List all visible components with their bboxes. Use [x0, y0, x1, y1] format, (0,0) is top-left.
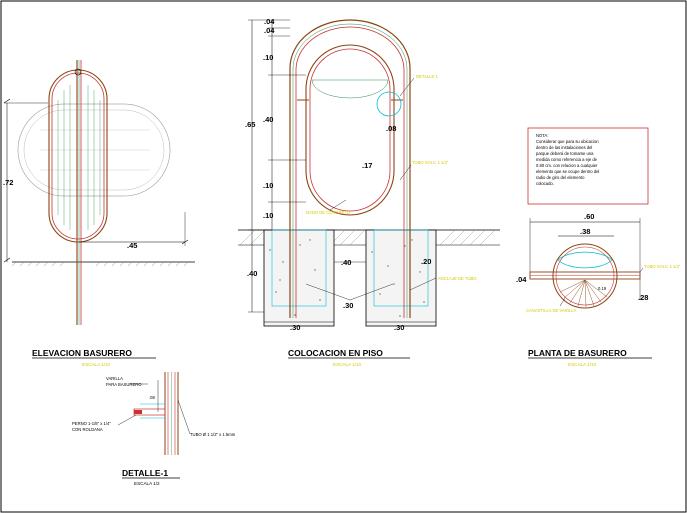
detail-top-b: PARA BASURERO — [106, 382, 142, 387]
elevation-scale: ESCALA 1/10 — [82, 362, 111, 367]
install-dim-13: .30 — [343, 301, 353, 310]
install-dim-1: .04 — [264, 17, 275, 26]
plan-dim-outer: .60 — [584, 212, 594, 221]
note-line-8: colocado. — [536, 181, 554, 186]
installation-anchor-label: ANCLAJE DE TUBO — [438, 276, 477, 281]
installation-base-note: DADO DE CONCRETO — [306, 210, 351, 215]
note-heading: NOTA: — [536, 133, 549, 138]
plan-left-label: CANASTILLA DE VARILLA — [526, 308, 577, 313]
plan-dim-radius: 0.19 — [598, 286, 607, 291]
install-dim-7: .10 — [263, 211, 273, 220]
install-dim-11: .40 — [341, 258, 351, 267]
install-dim-6: .10 — [263, 181, 273, 190]
detail-title: DETALLE-1 — [122, 468, 168, 478]
note-line-6: elemento que se ocupe dentro del — [536, 169, 599, 174]
install-dim-3: .10 — [263, 53, 273, 62]
install-dim-4: .40 — [263, 115, 273, 124]
detail-scale: ESCALA 1/2 — [134, 481, 160, 486]
install-dim-15: .30 — [394, 323, 404, 332]
note-line-4: medida como referencia a eje de — [536, 157, 598, 162]
note-line-2: dentro de las instalaciones del — [536, 145, 592, 150]
install-dim-14: .30 — [290, 323, 300, 332]
detail-top-a: VARILLA — [106, 376, 123, 381]
plan-dim-side: .04 — [516, 275, 527, 284]
plan-title: PLANTA DE BASURERO — [528, 348, 627, 358]
elevation-width-dim: .45 — [127, 241, 137, 250]
install-dim-10: .40 — [247, 269, 257, 278]
detail-left-a: PERNO 1-1/8" x 1/4" — [72, 421, 111, 426]
note-box: NOTA: Considerar que para su ubicacion d… — [527, 127, 649, 205]
install-dim-2: .04 — [264, 26, 275, 35]
installation-title: COLOCACION EN PISO — [288, 348, 383, 358]
install-dim-5: .17 — [362, 161, 372, 170]
installation-tube-label: TUBO GALV. 1 1/2" — [412, 160, 449, 165]
detail-view: .08 VARILLA PARA BASURERO PERNO 1-1/8" x… — [72, 372, 236, 486]
installation-detail-ref: DETALLE 1 — [416, 74, 438, 79]
detail-left-b: CON ROLDANA — [72, 427, 103, 432]
elevation-height-dim: .72 — [3, 178, 13, 187]
installation-scale: ESCALA 1/10 — [333, 362, 362, 367]
elevation-title: ELEVACION BASURERO — [32, 348, 132, 358]
plan-right-label: TUBO GALV. 1 1/2" — [644, 264, 681, 269]
note-line-1: Considerar que para su ubicacion — [536, 139, 599, 144]
note-line-7: radio de giro del elemento — [536, 175, 585, 180]
detail-dim: .08 — [149, 395, 155, 400]
plan-dim-inner: .38 — [580, 227, 590, 236]
install-dim-8: .65 — [245, 120, 255, 129]
note-line-5: 0.80 cm. con relacion a cualquier — [536, 163, 598, 168]
installation-view: DETALLE 1 TUBO GALV. 1 1/2" DADO DE CONC… — [238, 17, 500, 367]
elevation-view: .72 .45 ELEVACION BASURERO ESCALA 1/10 — [3, 60, 195, 367]
plan-view: .60 .38 .04 .28 0.19 TUBO GALV. 1 1/2" C… — [516, 212, 681, 367]
install-dim-9: .08 — [386, 124, 396, 133]
detail-right: TUBO Ø 1 1/2" x 1.5mm — [190, 432, 236, 437]
plan-dim-lower: .28 — [638, 293, 648, 302]
install-dim-12: .20 — [421, 257, 431, 266]
plan-scale: ESCALA 1/10 — [568, 362, 597, 367]
note-line-3: parque deberá de tomarse una — [536, 151, 594, 156]
